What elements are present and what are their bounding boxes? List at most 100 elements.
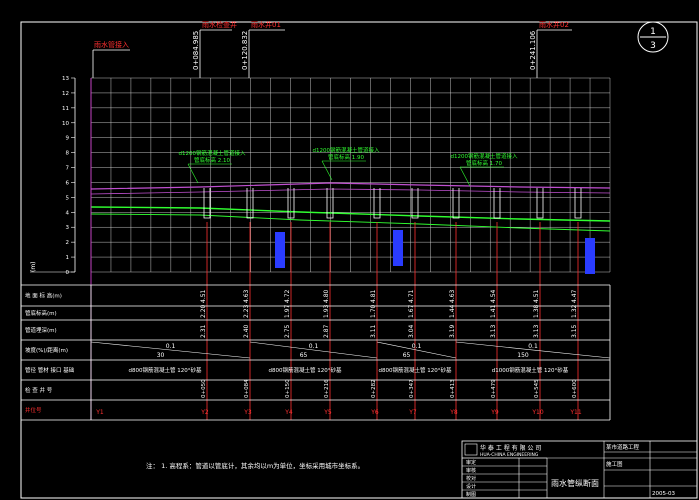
- pipe-elevation-value: 1.41: [490, 304, 497, 318]
- y-tick-label: 11: [62, 106, 69, 112]
- title-block-row-label: 校对: [466, 475, 476, 482]
- project-name: 某市道路工程: [606, 443, 640, 451]
- pipe-depth-value: 3.13: [533, 324, 540, 338]
- well-station-value: 0+347: [409, 379, 415, 398]
- ground-elevation-value: 4.63: [243, 289, 250, 303]
- slope-diagonal: [249, 341, 378, 359]
- well-id-label: Y4: [284, 409, 293, 416]
- y-tick-label: 10: [62, 121, 69, 127]
- table-row-label: 管道埋深(m): [25, 326, 57, 334]
- sheet-number-bottom: 3: [650, 41, 656, 51]
- manhole-wall: [373, 188, 381, 219]
- pipe-depth-value: 3.04: [408, 324, 415, 338]
- pipe-spec-text: d800钢筋混凝土管 120°砂基: [379, 366, 452, 374]
- y-tick-label: 7: [66, 166, 70, 172]
- annotation-line2: 管底标高 1.70: [466, 159, 502, 167]
- pipe-invert-line: [90, 206, 611, 222]
- manhole-wall: [326, 188, 334, 219]
- profile-data-table: 地 面 标 高(m)管底标高(m)管道埋深(m)坡度(%)/距离(m)管径 管材…: [20, 284, 611, 421]
- drawing-title: 雨水管纵断面: [551, 478, 599, 488]
- well-id-label: Y3: [243, 409, 252, 416]
- callout-label-3: 雨水井01: [251, 20, 281, 29]
- sheet-number-marker: 1 3: [637, 21, 669, 53]
- y-tick-label: 5: [66, 195, 70, 201]
- station-label-1: 0+084.985: [192, 31, 200, 70]
- callout-label-1: 雨水管接入: [94, 40, 129, 49]
- pipe-spec-text: d800钢筋混凝土管 120°砂基: [129, 366, 202, 374]
- company-name-en: HUA-CHINA ENGINEERING: [480, 452, 539, 458]
- sheet-number-top: 1: [650, 27, 656, 37]
- title-block: 华 泰 工 程 有 限 公 司 HUA-CHINA ENGINEERING 某市…: [461, 440, 698, 499]
- slope-diagonal: [90, 341, 251, 359]
- drawing-frame: [20, 21, 698, 499]
- slope-value: 0.1: [412, 343, 422, 350]
- well-id-label: Y2: [200, 409, 209, 416]
- pipe-elevation-value: 2.20: [200, 304, 207, 318]
- slope-value: 0.1: [528, 343, 538, 350]
- y-tick-label: 9: [66, 136, 70, 142]
- pipe-spec-text: d1000钢筋混凝土管 120°砂基: [492, 366, 569, 374]
- segment-length: 65: [300, 352, 308, 359]
- manhole-wall: [493, 188, 501, 219]
- manhole-wall: [574, 188, 582, 219]
- profile-drawing: [90, 78, 611, 420]
- slope-diagonal: [455, 341, 611, 359]
- well-id-label: Y5: [323, 409, 332, 416]
- y-tick-label: 6: [66, 180, 70, 186]
- ground-line-upper: [90, 182, 611, 190]
- annotation-line2: 管底标高 2.10: [194, 156, 230, 164]
- pipe-depth-value: 2.87: [323, 324, 330, 338]
- company-logo-icon: [464, 443, 478, 456]
- annotation-leader: [187, 163, 199, 184]
- pipe-depth-value: 3.13: [490, 324, 497, 338]
- well-station-value: 0+050: [201, 379, 207, 398]
- slope-value: 0.1: [166, 343, 176, 350]
- y-tick-label: 0: [66, 270, 70, 276]
- pipe-elevation-value: 1.93: [323, 304, 330, 318]
- manhole-wall: [203, 188, 211, 219]
- annotation-line2: 管底标高 1.90: [328, 153, 364, 161]
- well-id-label: Y9: [490, 409, 499, 416]
- ground-elevation-value: 4.51: [533, 289, 540, 303]
- callout-label-2: 雨水检查井: [202, 20, 237, 29]
- title-block-row-label: 审定: [466, 459, 476, 466]
- annotation-leader: [321, 160, 333, 181]
- well-station-value: 0+600: [572, 379, 578, 398]
- table-row-label: 检 查 井 号: [25, 386, 53, 394]
- pipe-elevation-value: 1.67: [408, 304, 415, 318]
- well-station-value: 0+545: [534, 379, 540, 398]
- profile-grid: [90, 77, 611, 273]
- title-block-row-label: 设计: [466, 483, 476, 490]
- ground-elevation-value: 4.81: [370, 289, 377, 303]
- segment-length: 150: [517, 352, 529, 359]
- pipe-crown-line: [90, 213, 611, 232]
- well-id-label: Y8: [449, 409, 458, 416]
- pipe-elevation-value: 1.70: [370, 304, 377, 318]
- y-tick-label: 4: [66, 210, 70, 216]
- slope-diagonal: [376, 341, 457, 359]
- y-tick-label: 3: [66, 225, 70, 231]
- design-stage: 施工图: [606, 460, 623, 468]
- top-callouts: 雨水管接入 雨水检查井 雨水井01 雨水井02 0+084.985 0+120.…: [92, 20, 572, 78]
- annotation-line1: d1200钢筋混凝土管道接入: [313, 146, 380, 154]
- ground-elevation-value: 4.72: [284, 289, 291, 303]
- y-tick-label: 12: [62, 91, 69, 97]
- segment-length: 30: [157, 352, 165, 359]
- y-tick-label: 1: [66, 255, 70, 261]
- well-station-value: 0+479: [491, 379, 497, 398]
- y-tick-label: 13: [62, 76, 69, 82]
- ground-elevation-value: 4.71: [408, 289, 415, 303]
- company-name: 华 泰 工 程 有 限 公 司: [480, 444, 541, 452]
- well-station-value: 0+216: [324, 379, 330, 398]
- ground-elevation-value: 4.51: [200, 289, 207, 303]
- manhole-wall: [246, 188, 254, 219]
- table-row-label: 管径 管材 接口 基础: [25, 366, 75, 374]
- ground-elevation-value: 4.63: [449, 289, 456, 303]
- groundwater-marker-1: [275, 232, 285, 268]
- ground-elevation-value: 4.54: [490, 289, 497, 303]
- manhole-wall: [536, 188, 544, 219]
- pipe-spec-text: d800钢筋混凝土管 120°砂基: [269, 366, 342, 374]
- pipe-elevation-value: 1.38: [533, 304, 540, 318]
- well-id-label: Y11: [569, 409, 581, 416]
- title-block-row-label: 制图: [466, 491, 476, 498]
